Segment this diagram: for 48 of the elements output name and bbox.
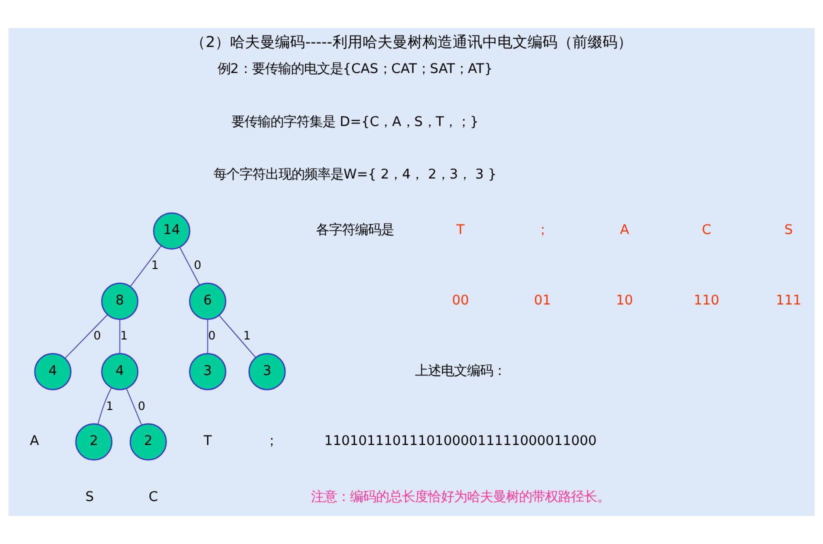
label: S [784,223,793,238]
label: 110 [694,293,720,308]
edge-label: 1 [106,398,114,413]
label: 111 [776,293,802,308]
label: ； [536,223,549,238]
label: 例2：要传输的电文是{CAS；CAT；SAT；AT} [217,62,493,78]
label: 注意：编码的总长度恰好为哈夫曼树的带权路径长。 [310,490,610,505]
edge-label: 0 [208,328,216,343]
label: 10 [616,293,634,308]
label: 11010111011101000011111000011000 [324,434,597,450]
node-label: T [204,434,212,450]
connector [207,319,208,354]
node-label: C [148,490,158,505]
edge-label: 0 [194,258,202,272]
label: 上述电文编码： [414,364,506,379]
edge-label: 1 [151,258,159,272]
label: 要传输的字符集是 D={C，A，S，T，；} [232,114,478,130]
connector [179,246,200,286]
connector [218,314,256,358]
node-circle: 6 [189,282,226,320]
node-circle: 8 [101,282,138,320]
label: 每个字符出现的频率是W={ 2，4， 2，3， 3 } [213,168,497,182]
label: 00 [452,293,469,308]
connector [98,387,112,425]
node-label: ； [264,434,278,450]
node-circle: 14 [153,212,190,250]
connector [126,388,142,426]
connector [130,245,162,287]
node-circle: 4 [101,352,138,390]
edge-label: 0 [138,398,146,413]
node-circle: 3 [189,352,226,390]
edge-label: 1 [120,328,128,343]
edge-label: 1 [243,328,251,343]
connector [119,319,120,354]
node-circle: 2 [75,423,112,461]
node-circle: 3 [248,352,286,390]
node-label: A [30,434,39,450]
diagram-title: （2）哈夫曼编码-----利用哈夫曼树构造通讯中电文编码（前缀码） [190,32,632,51]
label: 各字符编码是 [316,223,394,238]
node-circle: 2 [130,423,167,461]
node-label: S [85,490,94,505]
node-circle: 4 [34,352,72,390]
label: 01 [534,293,552,308]
edge-label: 0 [93,328,101,343]
label: T [456,223,465,238]
label: A [620,223,630,238]
connector [64,314,108,359]
label: C [702,223,712,238]
